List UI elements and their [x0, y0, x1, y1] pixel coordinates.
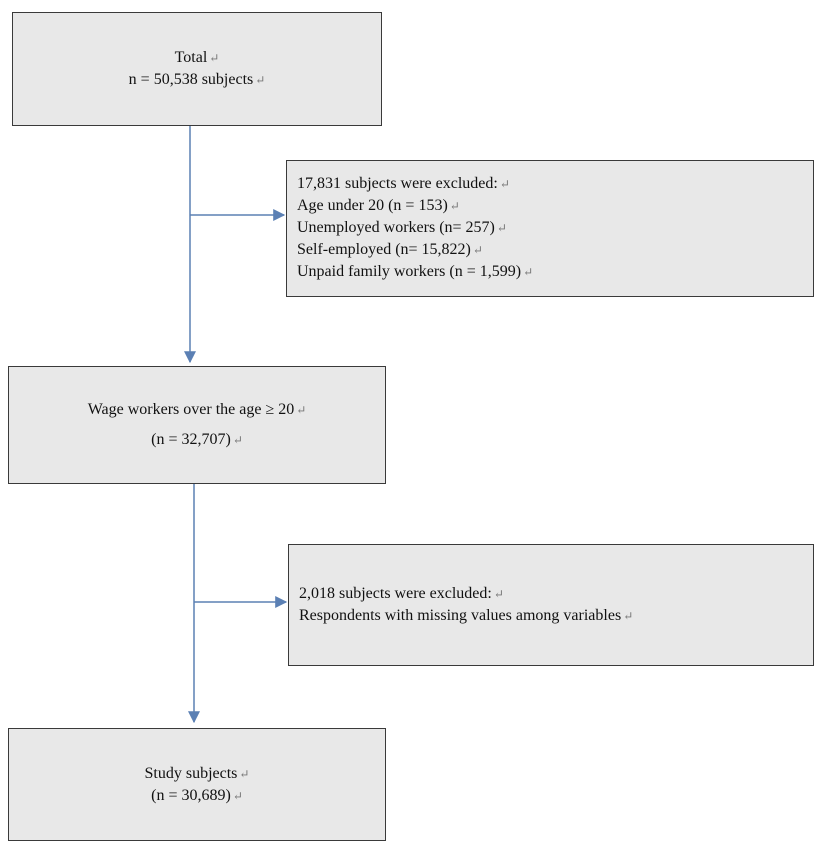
exclusion-box-2: 2,018 subjects were excluded:↵ Responden…	[288, 544, 814, 666]
wage-workers-count: (n = 32,707)↵	[151, 431, 243, 448]
exclusion-2-heading: 2,018 subjects were excluded:↵	[299, 585, 504, 602]
exclusion-1-unemployed: Unemployed workers (n= 257)↵	[297, 219, 507, 236]
total-title: Total↵	[174, 49, 220, 66]
wage-workers-title: Wage workers over the age ≥ 20↵	[87, 401, 307, 418]
exclusion-box-1: 17,831 subjects were excluded:↵ Age unde…	[286, 160, 814, 297]
study-subjects-count: (n = 30,689)↵	[151, 786, 243, 804]
exclusion-1-age: Age under 20 (n = 153)↵	[297, 197, 460, 214]
study-subjects-box: Study subjects↵ (n = 30,689)↵	[8, 728, 386, 841]
study-subjects-title: Study subjects↵	[144, 764, 250, 782]
exclusion-1-self-employed: Self-employed (n= 15,822)↵	[297, 241, 483, 258]
wage-workers-box: Wage workers over the age ≥ 20↵ (n = 32,…	[8, 366, 386, 484]
exclusion-1-unpaid: Unpaid family workers (n = 1,599)↵	[297, 263, 534, 280]
total-box: Total↵ n = 50,538 subjects↵	[12, 12, 382, 126]
total-count: n = 50,538 subjects↵	[128, 71, 266, 88]
exclusion-2-missing: Respondents with missing values among va…	[299, 607, 634, 624]
exclusion-1-heading: 17,831 subjects were excluded:↵	[297, 175, 510, 192]
